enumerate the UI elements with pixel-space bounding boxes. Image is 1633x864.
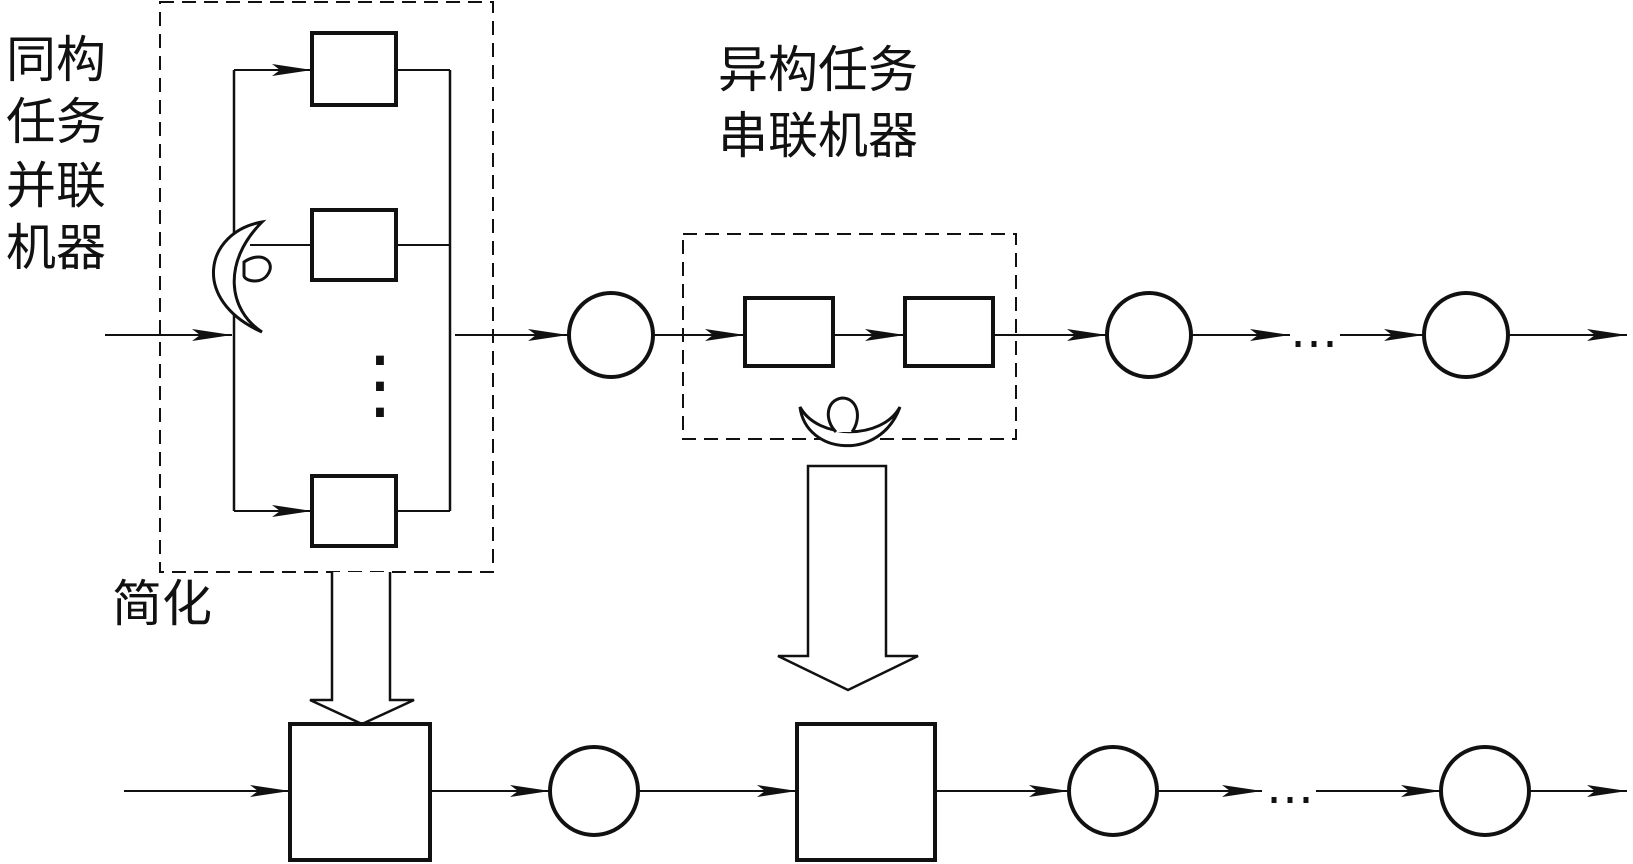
serial-label-line-2: 串联机器 bbox=[718, 107, 918, 165]
serial-label-line-1: 异构任务 bbox=[718, 41, 918, 99]
serial-machine-2 bbox=[903, 296, 995, 368]
gripper-symbol-serial-knob bbox=[826, 396, 859, 434]
buffer-top-2 bbox=[1105, 291, 1193, 379]
parallel-machine-2 bbox=[310, 208, 398, 282]
parallel-machine-n bbox=[310, 474, 398, 548]
buffer-top-last bbox=[1422, 291, 1510, 379]
gripper-symbol-left bbox=[211, 219, 267, 334]
simplified-machine-1 bbox=[288, 722, 432, 862]
buffer-bottom-last bbox=[1439, 745, 1531, 837]
parallel-label-line-1: 同构 bbox=[6, 31, 106, 89]
buffer-bottom-2 bbox=[1067, 745, 1159, 837]
simplify-arrow-right bbox=[777, 464, 919, 692]
ellipsis-top-row: … bbox=[1290, 303, 1338, 359]
parallel-machine-1 bbox=[310, 31, 398, 107]
parallel-label-line-3: 并联 bbox=[6, 157, 106, 215]
vertical-ellipsis: ⋮ bbox=[342, 339, 418, 428]
serial-machine-1 bbox=[743, 296, 835, 368]
ellipsis-bottom-row: … bbox=[1266, 759, 1314, 815]
parallel-group-frame bbox=[159, 1, 494, 573]
simplify-label: 简化 bbox=[112, 575, 212, 633]
parallel-label-line-4: 机器 bbox=[6, 219, 106, 277]
simplified-machine-2 bbox=[795, 722, 937, 862]
buffer-bottom-1 bbox=[548, 745, 640, 837]
parallel-label-line-2: 任务 bbox=[6, 93, 106, 151]
gripper-symbol-left-knob bbox=[242, 255, 272, 283]
gripper-symbol-serial bbox=[798, 406, 902, 448]
simplify-arrow-left bbox=[309, 572, 415, 726]
buffer-top-1 bbox=[567, 291, 655, 379]
